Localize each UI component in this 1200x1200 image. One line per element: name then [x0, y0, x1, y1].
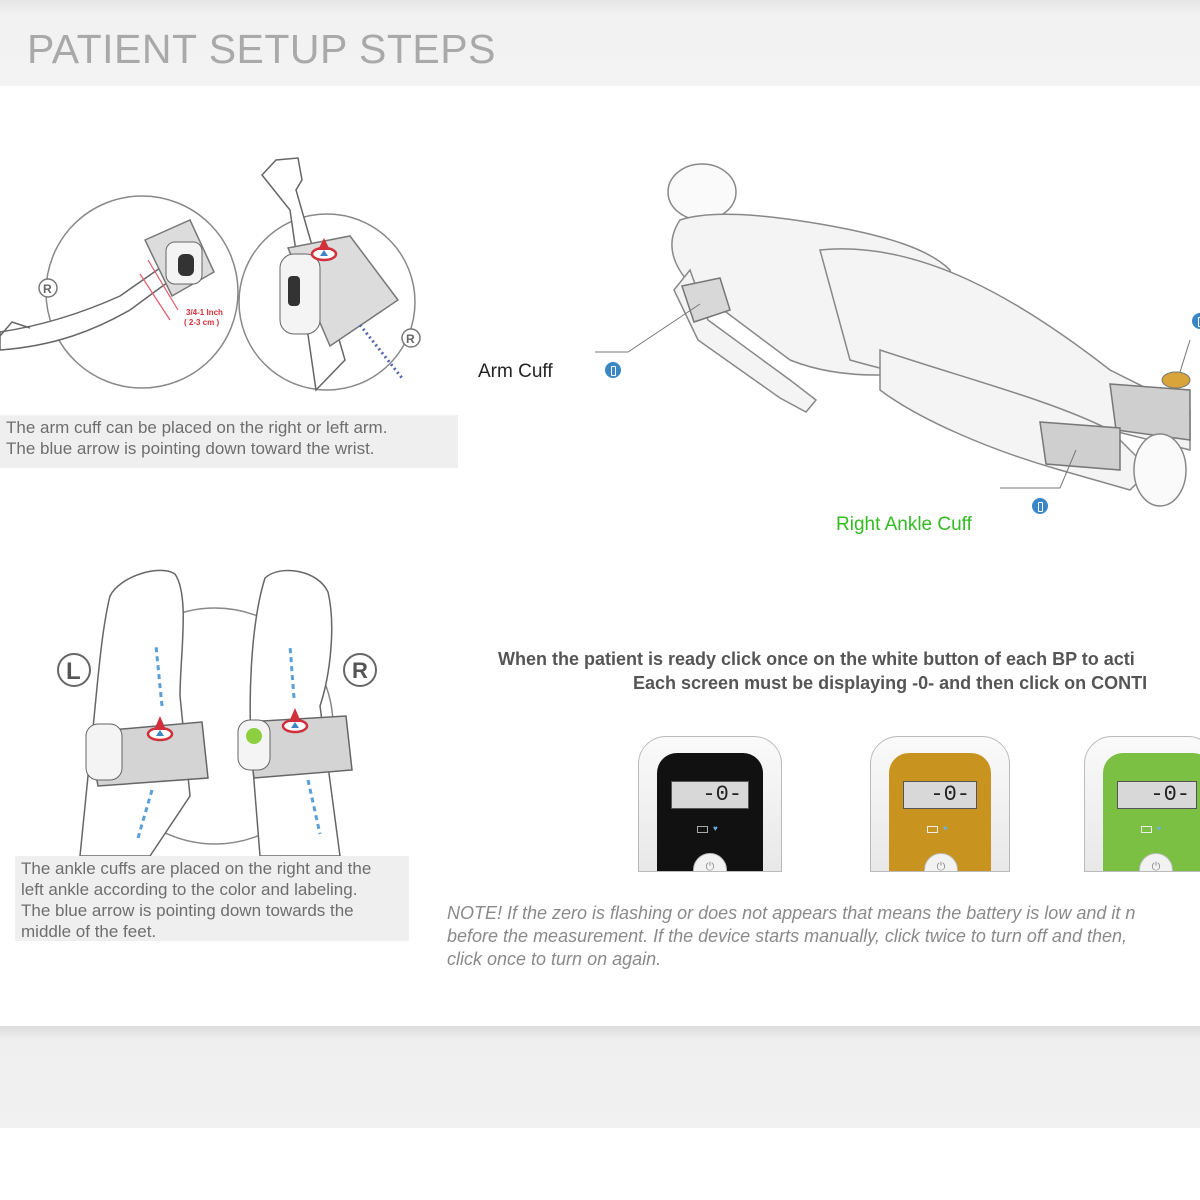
note-line-3: click once to turn on again. — [447, 949, 662, 969]
device-display: -0- — [903, 781, 977, 809]
marker-r-text: R — [43, 282, 52, 296]
red-arrow-icon — [310, 238, 338, 262]
note-line-2: before the measurement. If the device st… — [447, 926, 1128, 946]
bluetooth-icon — [1192, 313, 1200, 329]
battery-note: NOTE! If the zero is flashing or does no… — [447, 902, 1135, 971]
arm-cuff-illustration: 3/4-1 Inch ( 2-3 cm ) R R — [0, 157, 421, 392]
device-left-ankle[interactable]: -0- ♥ ⏻ — [870, 736, 1010, 872]
marker-l-text: L — [66, 658, 81, 685]
right-marker-2: R — [401, 328, 421, 348]
ankle-caption-line-4: middle of the feet. — [21, 922, 157, 941]
bluetooth-icon — [1032, 498, 1048, 514]
device-face — [889, 753, 991, 871]
ankle-caption-line-1: The ankle cuffs are placed on the right … — [21, 859, 372, 878]
battery-icon — [927, 826, 938, 833]
heart-icon: ♥ — [713, 824, 718, 833]
left-marker: L — [57, 653, 91, 687]
heart-icon: ♥ — [943, 824, 948, 833]
footer-bar — [0, 1026, 1200, 1128]
marker-r-text-2: R — [406, 332, 415, 346]
arm-caption-line-1: The arm cuff can be placed on the right … — [6, 418, 388, 437]
heart-icon: ♥ — [1157, 824, 1162, 833]
battery-icon — [1141, 826, 1152, 833]
battery-icon — [697, 826, 708, 833]
right-marker: R — [38, 278, 58, 298]
instructions-line-1: When the patient is ready click once on … — [498, 649, 1135, 669]
device-face — [657, 753, 763, 871]
arm-caption-line-2: The blue arrow is pointing down toward t… — [6, 439, 375, 458]
device-face — [1103, 753, 1200, 871]
arm-caption: The arm cuff can be placed on the right … — [0, 415, 458, 468]
measure-label: 3/4-1 Inch — [186, 308, 223, 317]
ankle-caption-line-3: The blue arrow is pointing down towards … — [21, 901, 354, 920]
ankle-caption: The ankle cuffs are placed on the right … — [15, 856, 409, 941]
page-title: PATIENT SETUP STEPS — [27, 26, 496, 72]
device-arm[interactable]: -0- ♥ ⏻ — [638, 736, 782, 872]
arm-cuff-label: Arm Cuff — [478, 361, 553, 382]
red-arrow-icon — [281, 708, 309, 734]
note-line-1: NOTE! If the zero is flashing or does no… — [447, 903, 1136, 923]
device-display: -0- — [671, 781, 749, 809]
device-right-ankle[interactable]: -0- ♥ ⏻ — [1084, 736, 1200, 872]
patient-body-illustration — [595, 163, 1191, 507]
device-display: -0- — [1117, 781, 1197, 809]
instructions-line-2: Each screen must be displaying -0- and t… — [633, 673, 1148, 693]
header-bar: PATIENT SETUP STEPS — [0, 0, 1200, 86]
red-arrow-icon — [146, 716, 174, 742]
ankle-caption-line-2: left ankle according to the color and la… — [21, 880, 358, 899]
marker-r-text: R — [352, 658, 368, 683]
ankle-cuff-illustration: L R — [57, 569, 377, 856]
right-ankle-cuff-label: Right Ankle Cuff — [836, 514, 972, 535]
right-marker: R — [343, 653, 377, 687]
measure-label-cm: ( 2-3 cm ) — [184, 318, 219, 327]
bluetooth-icon — [605, 362, 621, 378]
